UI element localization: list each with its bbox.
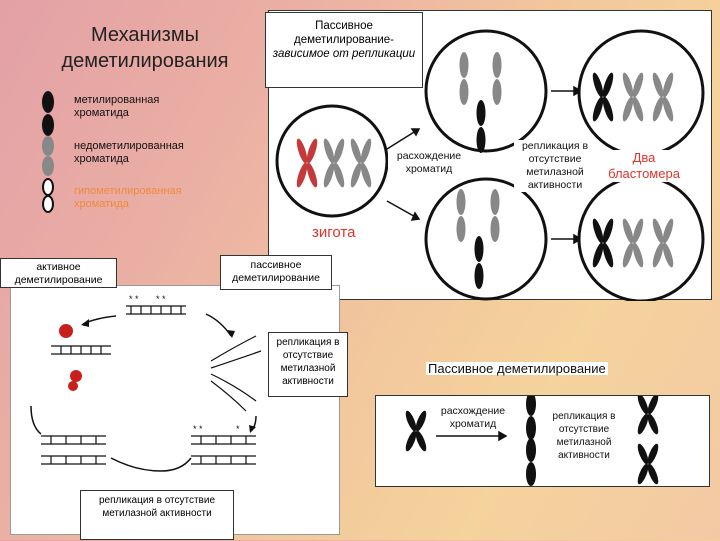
x-chromosome-black: [403, 409, 429, 453]
enzyme-red: [59, 324, 73, 338]
x-chromosome-black: [635, 442, 661, 486]
daughter-cell: [424, 177, 548, 301]
svg-text:* *: * *: [193, 424, 203, 434]
passive-box-line1: Пассивное деметилирование-: [293, 20, 395, 46]
dna-duplex-bottom-right-2: [191, 455, 256, 465]
chromatid-black: [526, 438, 536, 486]
dna-duplex-bottom-right-1: [191, 435, 256, 445]
cycle-arrow: [160, 457, 192, 472]
dna-replication-fork: [210, 335, 262, 412]
replication-box-bottom: репликация в отсутствие метилазной актив…: [80, 490, 234, 540]
passive-box-line2: зависимое от репликации: [272, 48, 416, 60]
svg-text:* *: * *: [156, 294, 166, 304]
enzyme-red: [68, 381, 78, 391]
enzyme-red: [70, 370, 82, 382]
cycle-arrow: [30, 405, 42, 435]
replication-bottom-text: репликация в отсутствие метилазной актив…: [98, 495, 216, 519]
legend-methylated-label: метилированная хроматида: [74, 94, 160, 119]
x-chromosome-black: [635, 392, 661, 436]
cycle-arrow: [205, 313, 232, 337]
legend-hypomethylated-icon: [42, 178, 54, 213]
legend-methylated-icon: [42, 91, 54, 136]
replication-box-middle: репликация в отсутствие метилазной актив…: [268, 332, 348, 397]
daughter-cell: [424, 29, 548, 153]
passive-demethylation-label: пассивное деметилирование: [220, 255, 332, 290]
replication-mid-text: репликация в отсутствие метилазной актив…: [276, 337, 340, 387]
active-demethylation-label: активное деметилирование: [0, 258, 117, 288]
lower-replication-label: репликация в отсутствие метилазной актив…: [537, 410, 631, 462]
lower-panel-title: Пассивное деметилирование: [426, 361, 608, 376]
dna-duplex-left: [51, 345, 111, 355]
legend-hypomethylated-label: гипометилированная хроматида: [74, 185, 182, 210]
chromatid-black: [526, 392, 536, 440]
cycle-diagram: * * * * * * *: [30, 294, 262, 472]
lower-divergence-label: расхождение хроматид: [432, 405, 514, 431]
blastomeres-label: Два бластомера: [600, 150, 688, 182]
passive-demethylation-box: Пассивное деметилирование- зависимое от …: [265, 12, 423, 88]
passive-label-text: пассивное деметилирование: [232, 259, 320, 284]
dna-duplex-top: [126, 305, 186, 315]
cycle-arrow: [110, 457, 162, 472]
upper-diagram: [275, 29, 705, 303]
legend: метилированная хроматида недометилирован…: [34, 88, 264, 213]
replication-label: репликация в отсутствие метилазной актив…: [514, 140, 596, 192]
zygote-label: зигота: [312, 224, 356, 241]
svg-text:*: *: [236, 424, 240, 434]
dna-duplex-bottom-left-1: [41, 435, 106, 445]
legend-undermethylated-icon: [42, 136, 54, 176]
active-label-text: активное деметилирование: [14, 261, 103, 286]
legend-undermethylated-label: недометилированная хроматида: [74, 140, 184, 165]
legend-icons: [42, 91, 54, 213]
divergence-label: расхождение хроматид: [388, 150, 470, 176]
dna-duplex-bottom-left-2: [41, 455, 106, 465]
page-title: Механизмы деметилирования: [61, 24, 229, 72]
svg-text:* *: * *: [129, 294, 139, 304]
